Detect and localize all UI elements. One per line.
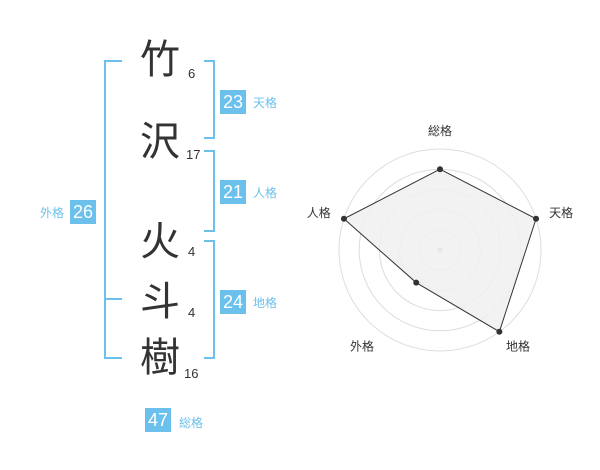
name-char-2: 沢 xyxy=(140,119,180,165)
radar-axis-label-2: 天格 xyxy=(549,205,573,220)
radar-point-2 xyxy=(533,215,540,222)
jinkaku-label: 人格 xyxy=(253,186,278,200)
radar-point-4 xyxy=(413,279,420,286)
radar-axis-label-1: 総格 xyxy=(428,123,452,138)
radar-axis-label-4: 外格 xyxy=(350,338,374,353)
gaikaku-label: 外格 xyxy=(40,206,65,220)
tenkaku-label: 天格 xyxy=(253,96,278,110)
radar-axis-label-3: 地格 xyxy=(506,338,530,353)
name-char-1: 竹 xyxy=(140,37,180,83)
name-char-3: 火 xyxy=(140,219,180,265)
jinkaku-value: 21 xyxy=(220,180,247,204)
soukaku-value: 47 xyxy=(145,408,172,432)
radar-series-area xyxy=(343,168,537,333)
stroke-count-3: 4 xyxy=(188,244,196,259)
stroke-count-5: 16 xyxy=(184,366,199,381)
soukaku-label: 総格 xyxy=(179,416,204,430)
radar-point-3 xyxy=(496,328,503,335)
chikaku-label: 地格 xyxy=(253,296,278,310)
radar-point-5 xyxy=(340,215,347,222)
stroke-count-1: 6 xyxy=(188,66,196,81)
radar-axis-label-5: 人格 xyxy=(307,205,331,220)
name-char-4: 斗 xyxy=(140,279,180,325)
tenkaku-value: 23 xyxy=(220,90,247,114)
radar-point-1 xyxy=(437,166,443,173)
name-char-5: 樹 xyxy=(140,335,180,381)
gaikaku-value: 26 xyxy=(70,200,97,224)
chikaku-value: 24 xyxy=(220,290,247,314)
stroke-count-4: 4 xyxy=(188,305,196,320)
radar-grid-ring xyxy=(338,148,542,352)
stroke-count-2: 17 xyxy=(186,147,201,162)
